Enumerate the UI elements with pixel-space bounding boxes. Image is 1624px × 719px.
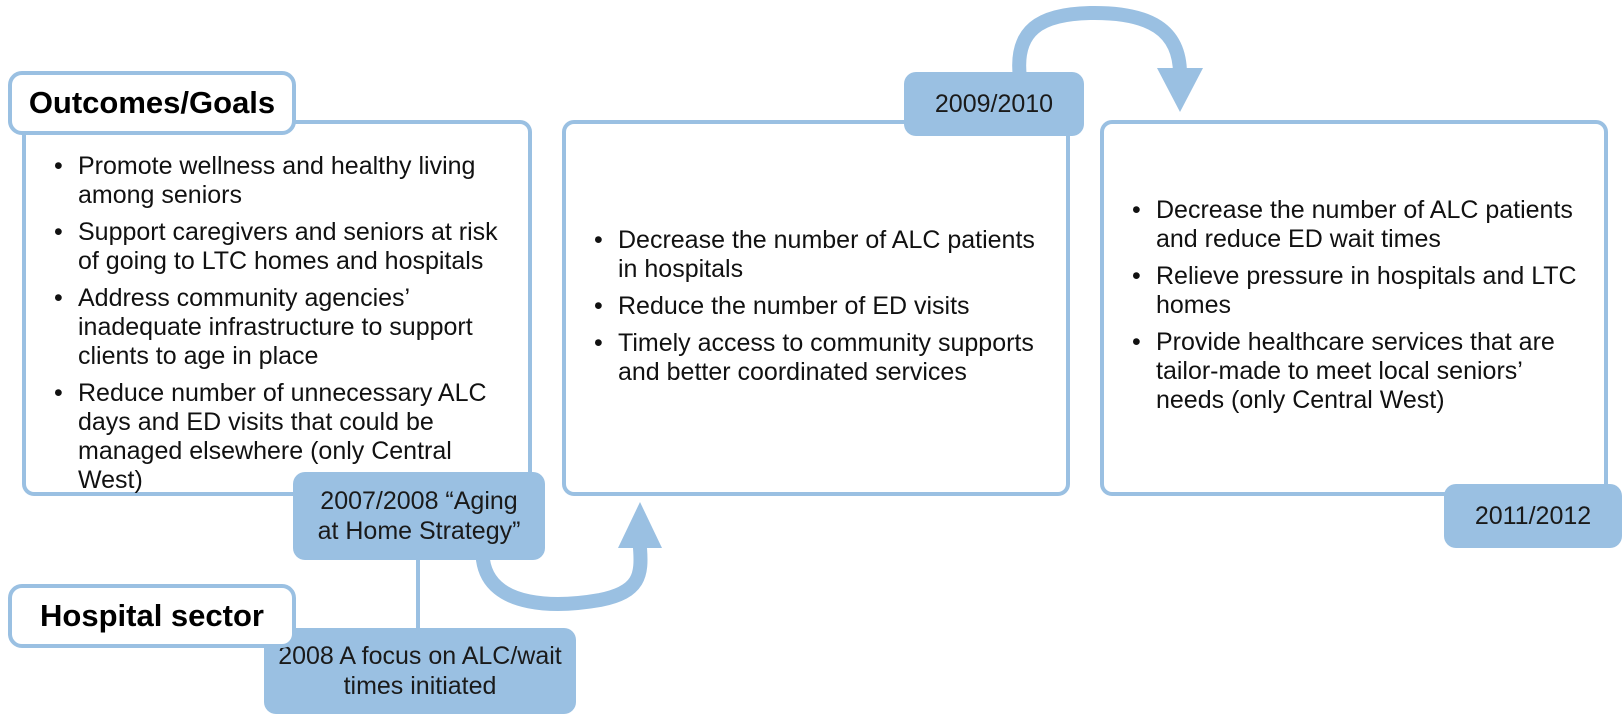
- arrow-to-panel3: [1012, 5, 1187, 85]
- outcomes-goals-label: Outcomes/Goals: [8, 71, 296, 135]
- list-item: Reduce number of unnecessary ALC days an…: [52, 379, 512, 495]
- panel-outcomes-2011: Decrease the number of ALC patients and …: [1100, 120, 1608, 496]
- panel3-list: Decrease the number of ALC patients and …: [1130, 196, 1585, 423]
- arrow-to-panel3-head: [1157, 68, 1203, 112]
- panel1-list: Promote wellness and healthy living amon…: [52, 152, 512, 503]
- milestone-2009-2010: 2009/2010: [904, 72, 1084, 136]
- milestone-2007-2008: 2007/2008 “Aging at Home Strategy”: [293, 472, 545, 560]
- list-item: Relieve pressure in hospitals and LTC ho…: [1130, 262, 1585, 320]
- panel2-list: Decrease the number of ALC patients in h…: [592, 226, 1047, 395]
- milestone-2008: 2008 A focus on ALC/wait times initiated: [264, 628, 576, 714]
- list-item: Support caregivers and seniors at risk o…: [52, 218, 512, 276]
- hospital-sector-label: Hospital sector: [8, 584, 296, 648]
- milestone-2011-2012: 2011/2012: [1444, 484, 1622, 548]
- timeline-connector: [416, 555, 420, 630]
- list-item: Address community agencies’ inadequate i…: [52, 284, 512, 371]
- list-item: Provide healthcare services that are tai…: [1130, 328, 1585, 415]
- list-item: Reduce the number of ED visits: [592, 292, 1047, 321]
- panel-outcomes-2009: Decrease the number of ALC patients in h…: [562, 120, 1070, 496]
- list-item: Timely access to community supports and …: [592, 329, 1047, 387]
- list-item: Decrease the number of ALC patients in h…: [592, 226, 1047, 284]
- panel-outcomes-2007: Promote wellness and healthy living amon…: [22, 120, 532, 496]
- arrow-to-panel2-head: [618, 502, 662, 548]
- list-item: Decrease the number of ALC patients and …: [1130, 196, 1585, 254]
- list-item: Promote wellness and healthy living amon…: [52, 152, 512, 210]
